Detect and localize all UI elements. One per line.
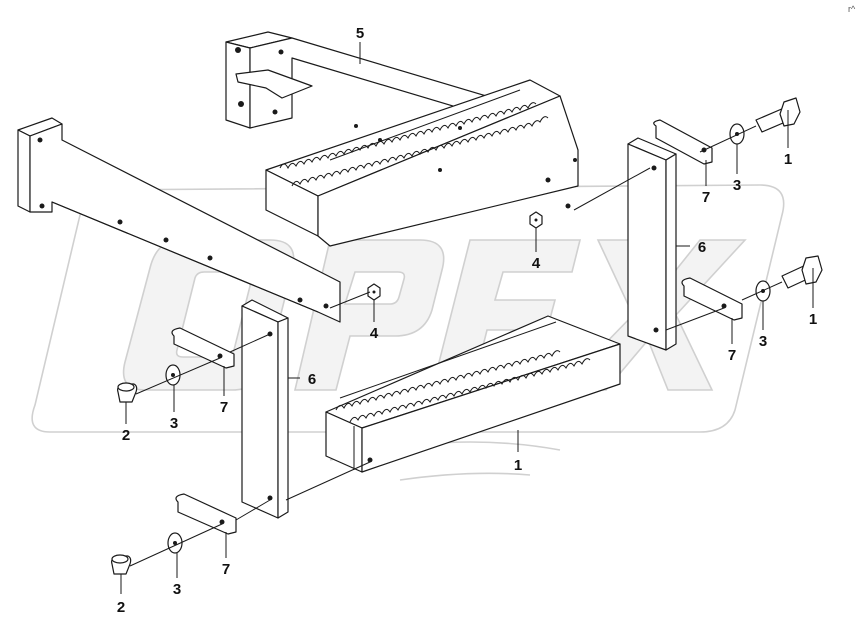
callout-2-mid: 2 [122, 427, 130, 444]
callout-6-left: 6 [308, 371, 316, 388]
left-mounting-plate [241, 299, 289, 519]
callout-6-right: 6 [698, 239, 706, 256]
callout-5: 5 [356, 25, 364, 42]
hex-bolt-top-right [755, 97, 801, 133]
corner-mark: r^ [848, 4, 856, 14]
callout-1-mid: 1 [809, 311, 817, 328]
callout-7-top: 7 [702, 189, 710, 206]
assembly-axis-lines [129, 125, 783, 567]
bolt-mid-left [117, 382, 138, 403]
callout-labels: 5 1 3 7 4 6 1 3 7 4 6 7 3 2 1 7 3 2 [117, 25, 817, 616]
clamp-plate-low-left [175, 493, 237, 535]
callout-7-mid: 7 [220, 399, 228, 416]
callout-7-low: 7 [222, 561, 230, 578]
clamp-plate-mid-left [171, 327, 235, 369]
bolt-low-left [111, 554, 132, 575]
callout-1-step: 1 [514, 457, 522, 474]
callout-4-lower: 4 [370, 325, 379, 342]
callout-2-low: 2 [117, 599, 125, 616]
nut-upper [529, 211, 543, 229]
callout-3-mid: 3 [170, 415, 178, 432]
callout-3-right: 3 [759, 333, 767, 350]
nut-lower [367, 283, 381, 301]
washer-mid-left [165, 364, 181, 386]
callout-3-top: 3 [733, 177, 741, 194]
washer-low-left [167, 532, 183, 554]
callout-1-top: 1 [784, 151, 792, 168]
callout-3-low: 3 [173, 581, 181, 598]
right-mounting-plate [627, 137, 677, 351]
leader-lines [120, 42, 814, 594]
lower-step [325, 315, 621, 473]
callout-7-right: 7 [728, 347, 736, 364]
upper-step-bracket [17, 31, 579, 323]
washer-top-right [729, 123, 745, 145]
clamp-plate-mid-right [681, 277, 743, 321]
hex-bolt-mid-right [781, 255, 823, 289]
callout-4-upper: 4 [532, 255, 541, 272]
